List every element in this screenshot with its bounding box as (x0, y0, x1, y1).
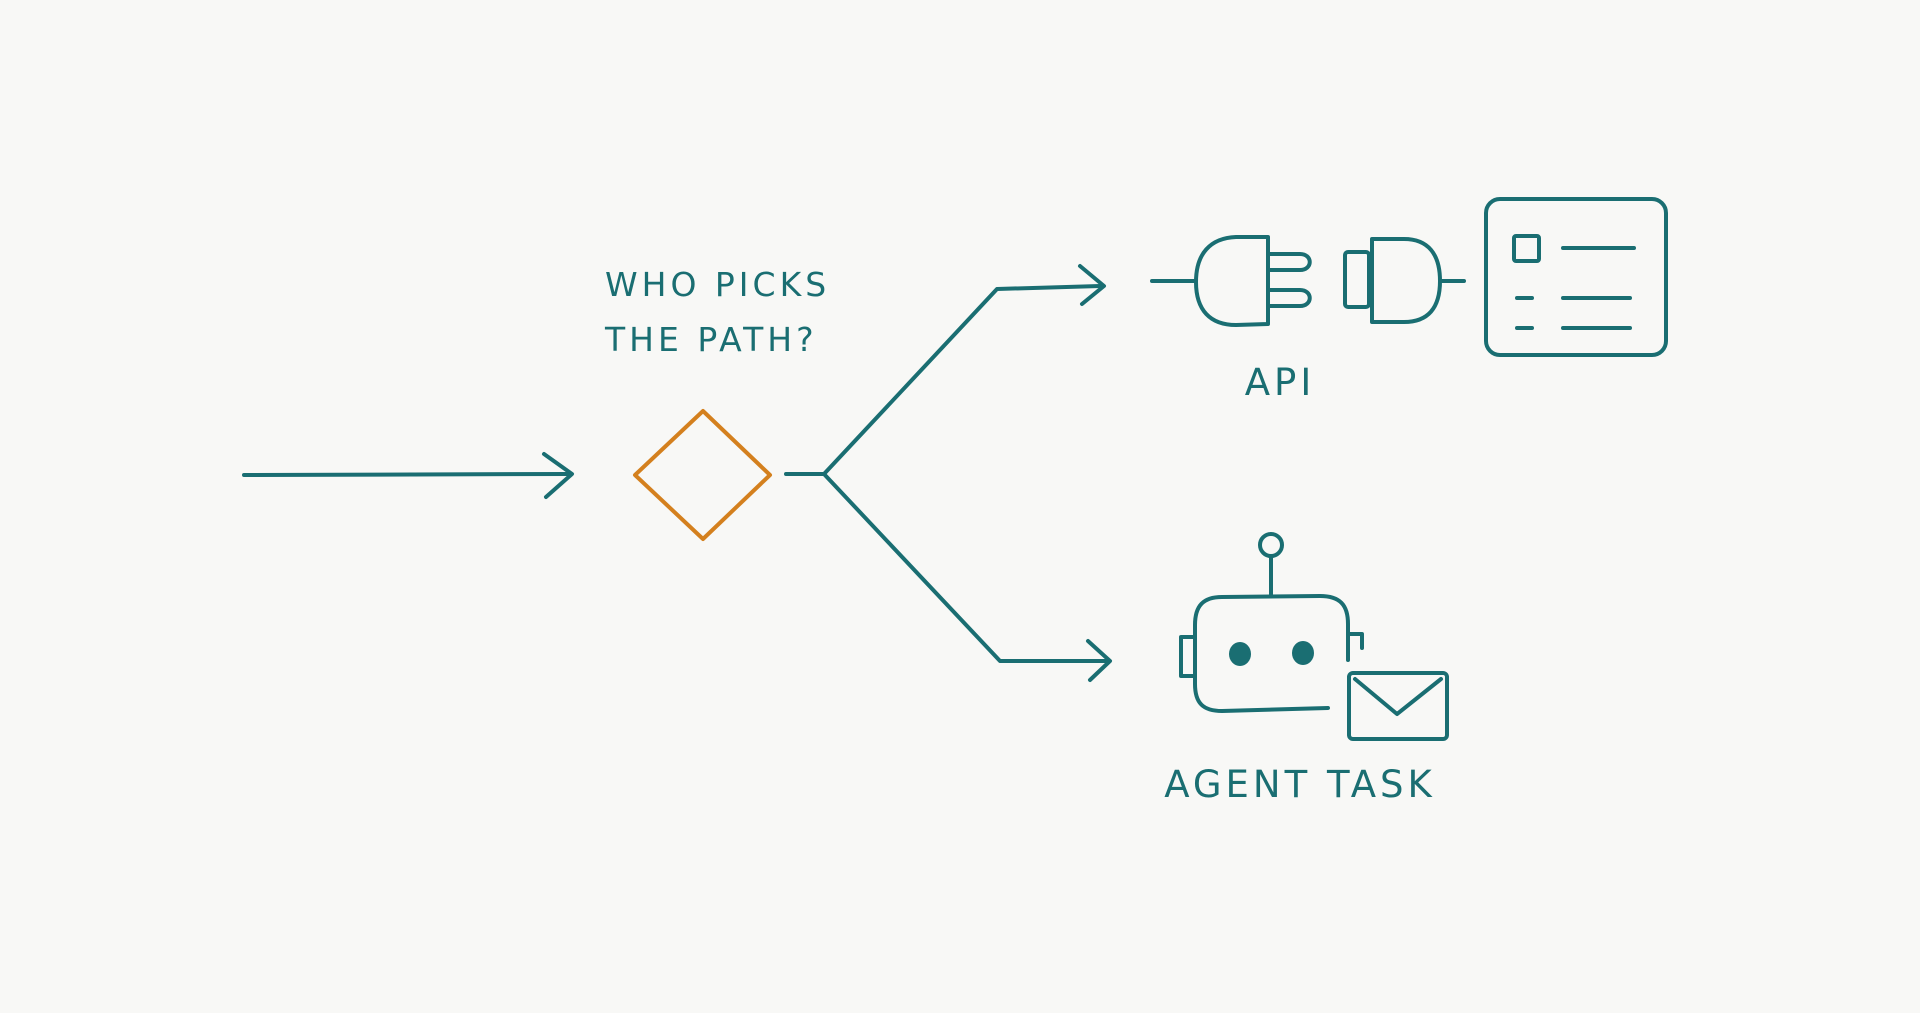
upper-branch-arrowhead (1078, 264, 1106, 306)
robot-icon (1179, 532, 1364, 713)
envelope-icon (1347, 671, 1449, 741)
agent-task-group: AGENT TASK (1164, 532, 1449, 806)
incoming-arrow (242, 452, 574, 499)
robot-left-eye (1229, 642, 1251, 666)
robot-right-eye (1292, 641, 1314, 665)
question-line-1: WHO PICKS (605, 265, 830, 304)
plug-icon (1150, 235, 1312, 327)
incoming-arrow-head (542, 452, 574, 499)
branch-connectors (784, 264, 1112, 682)
api-group: API (1150, 197, 1668, 404)
decision-diamond (633, 409, 772, 541)
lower-branch-arrowhead (1086, 639, 1112, 682)
incoming-arrow-line (242, 472, 570, 477)
question-line-2: THE PATH? (604, 320, 818, 359)
lower-branch-line (822, 472, 1108, 663)
api-label: API (1245, 361, 1316, 404)
upper-branch-line (822, 284, 1102, 476)
agent-task-label: AGENT TASK (1164, 763, 1436, 806)
socket-icon (1343, 237, 1466, 324)
document-card-icon (1484, 197, 1668, 357)
